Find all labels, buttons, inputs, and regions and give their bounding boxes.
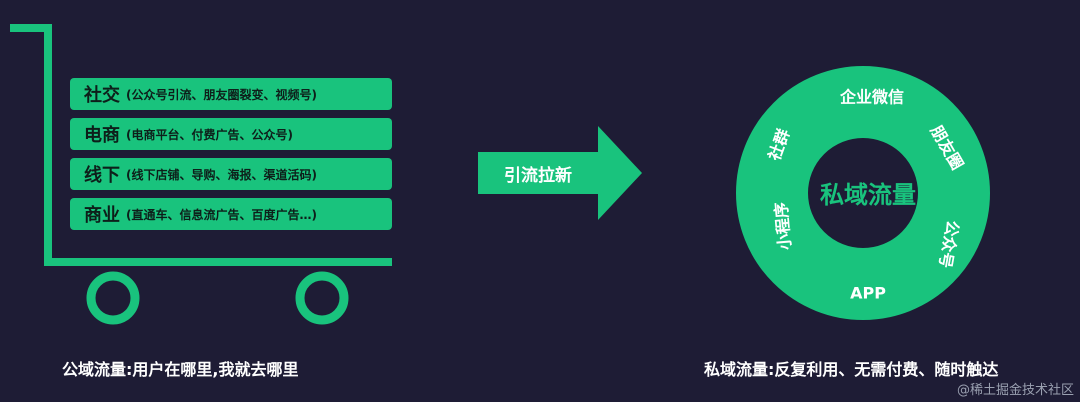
caption-public-domain: 公域流量:用户在哪里,我就去哪里: [62, 360, 299, 379]
bar-commercial-detail: (直通车、信息流广告、百度广告…): [126, 207, 317, 222]
private-domain-ring: [736, 66, 990, 320]
bar-offline-title: 线下: [84, 165, 120, 186]
cart-wheel-left: [86, 271, 140, 325]
arrow-shape: [478, 126, 642, 220]
bar-ecommerce: 电商 (电商平台、付费广告、公众号): [70, 118, 392, 150]
caption-private-domain: 私域流量:反复利用、无需付费、随时触达: [704, 360, 999, 379]
ring-center-label: 私域流量: [820, 181, 916, 209]
arrow-label: 引流拉新: [504, 165, 572, 186]
cart-wheel-right: [295, 271, 349, 325]
ring-label-right-top: 朋友圈: [927, 122, 967, 173]
ring-label-right-bottom: 公众号: [935, 219, 962, 270]
bar-ecommerce-title: 电商: [84, 125, 120, 146]
bar-social-detail: (公众号引流、朋友圈裂变、视频号): [126, 87, 317, 102]
footer-source: @稀土掘金技术社区: [956, 383, 1074, 398]
bar-commercial: 商业 (直通车、信息流广告、百度广告…): [70, 198, 392, 230]
bar-offline-detail: (线下店铺、导购、海报、渠道活码): [126, 167, 317, 182]
ring-label-left-bottom: 小程序: [771, 201, 794, 250]
bar-commercial-title: 商业: [84, 205, 120, 226]
ring-label-left-top: 社群: [764, 126, 793, 164]
ring-label-top: 企业微信: [839, 88, 904, 107]
ring-label-bottom: APP: [850, 284, 886, 303]
bar-social: 社交 (公众号引流、朋友圈裂变、视频号): [70, 78, 392, 110]
bar-ecommerce-detail: (电商平台、付费广告、公众号): [126, 127, 293, 142]
bar-social-title: 社交: [84, 85, 120, 106]
bar-offline: 线下 (线下店铺、导购、海报、渠道活码): [70, 158, 392, 190]
